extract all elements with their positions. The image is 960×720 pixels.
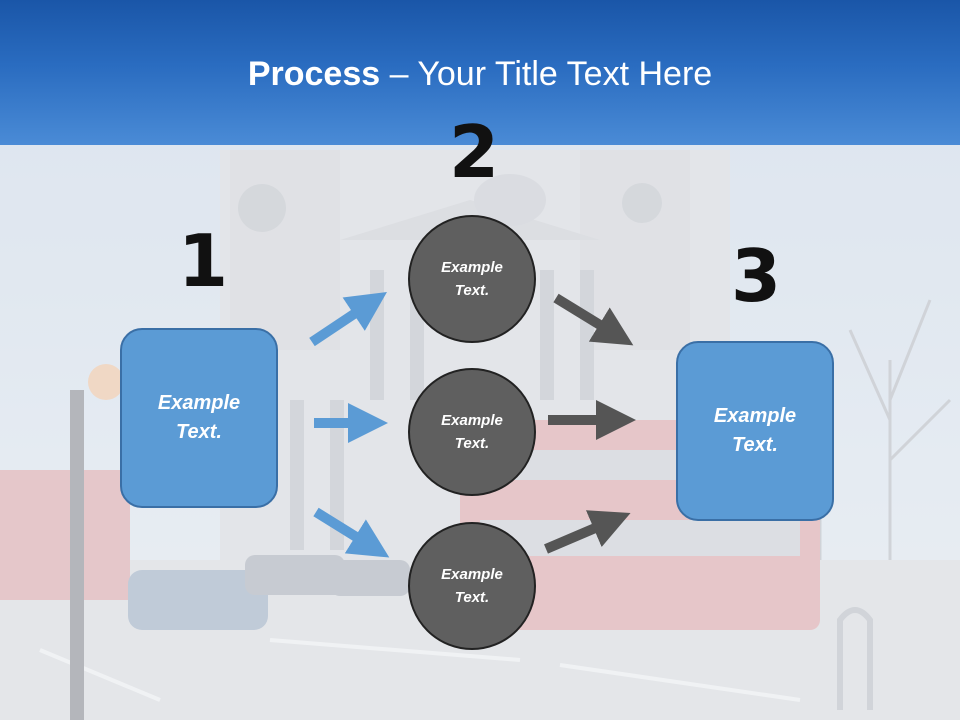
- output-box: Example Text.: [676, 341, 834, 521]
- arrow-circle-top-to-box: [553, 293, 634, 346]
- output-box-label: Example Text.: [713, 405, 797, 456]
- title-rest-part: – Your Title Text Here: [380, 55, 713, 93]
- step-number-1: 1: [178, 219, 229, 303]
- title-bold-part: Process: [247, 55, 381, 93]
- process-circle-middle: Example Text.: [408, 368, 536, 496]
- process-circle-bottom: Example Text.: [408, 522, 536, 650]
- slide-title: Process – Your Title Text Here: [0, 52, 960, 96]
- step-number-3: 3: [731, 234, 782, 318]
- arrow-circle-bottom-to-box: [544, 510, 631, 554]
- circle-label: Example Text.: [441, 412, 503, 452]
- circle-label: Example Text.: [441, 259, 503, 299]
- arrow-box-to-circle-top: [309, 292, 387, 347]
- arrow-box-to-circle-bottom: [313, 507, 390, 558]
- circle-label: Example Text.: [441, 566, 503, 606]
- step-number-2: 2: [449, 110, 500, 194]
- process-circle-top: Example Text.: [408, 215, 536, 343]
- input-box-label: Example Text.: [157, 392, 241, 443]
- input-box: Example Text.: [120, 328, 278, 508]
- title-bar: [0, 0, 960, 145]
